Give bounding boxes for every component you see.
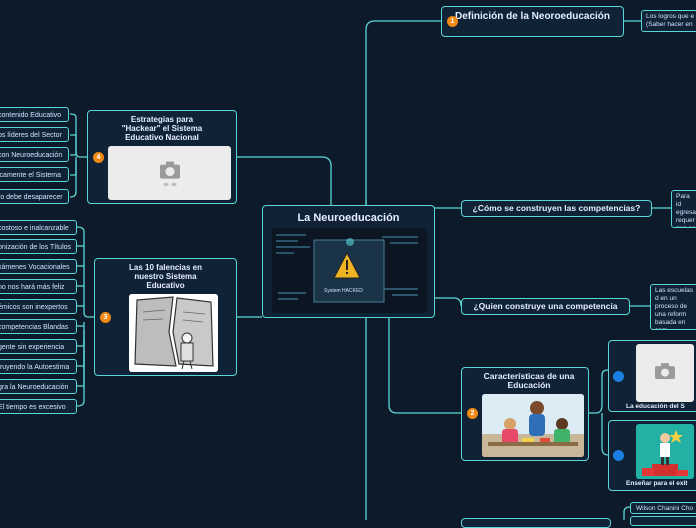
camera-icon: [655, 363, 675, 379]
estrategia-item[interactable]: contenido Educativo: [0, 107, 69, 122]
broken-diploma-image: [129, 294, 218, 372]
falencia-item[interactable]: no nos hará más feliz: [0, 279, 77, 294]
hacked-screen-image: System HACKED: [272, 228, 427, 313]
central-topic[interactable]: La Neuroeducación System HACKED: [262, 205, 435, 318]
estrategia-item[interactable]: con Neuroeducación: [0, 147, 69, 162]
blue-dot-2: [613, 450, 624, 461]
badge-4: 4: [93, 152, 104, 163]
definicion-note[interactable]: Los logros que e (Saber hacer en: [641, 10, 696, 32]
badge-3: 3: [100, 312, 111, 323]
classroom-image: [482, 394, 584, 457]
badge-1: 1: [447, 16, 458, 27]
competencias-note[interactable]: Para id egresad requer que se: [671, 190, 696, 228]
child-ensenar-label: Enseñar para el exit: [626, 480, 687, 487]
falencias-title: Las 10 falencias en nuestro Sistema Educ…: [123, 263, 208, 290]
badge-2: 2: [467, 408, 478, 419]
falencia-item[interactable]: truyendo la Autoestima: [0, 359, 77, 374]
falencia-item[interactable]: gra la Neuroeducación: [0, 379, 77, 394]
estrategia-item[interactable]: ro debe desaparecer: [0, 189, 69, 204]
hacked-caption: System HACKED: [324, 288, 363, 294]
child-educacion-label: La educación del S: [626, 403, 685, 410]
falencia-item[interactable]: costoso e inalcanzable: [0, 220, 77, 235]
placeholder-dots: [163, 183, 176, 186]
blue-dot-1: [613, 371, 624, 382]
falencia-item[interactable]: émicos son inexpertos: [0, 299, 77, 314]
falencia-item[interactable]: competencias Blandas: [0, 319, 77, 334]
image-placeholder: [636, 344, 694, 402]
branch-falencias[interactable]: Las 10 falencias en nuestro Sistema Educ…: [94, 258, 237, 376]
bottom-leaf-2[interactable]: [630, 516, 696, 526]
branch-competencias[interactable]: ¿Cómo se construyen las competencias?: [461, 200, 652, 217]
falencia-item[interactable]: gente sin experiencia: [0, 339, 77, 354]
estrategias-title: Estrategias para "Hackear" el Sistema Ed…: [112, 115, 212, 142]
competencias-title: ¿Cómo se construyen las competencias?: [473, 203, 641, 213]
quien-note[interactable]: Las escuelas d en un proceso de una refo…: [650, 284, 696, 330]
estrategia-item[interactable]: os líderes del Sector: [0, 127, 69, 142]
bottom-leaf[interactable]: Wilson Chanini Cho: [630, 502, 696, 514]
image-placeholder: [108, 146, 231, 200]
falencia-item[interactable]: xámenes Vocacionales: [0, 259, 77, 274]
success-image: [636, 424, 694, 479]
estrategia-item[interactable]: icamente el Sistema: [0, 167, 69, 182]
central-title: La Neuroeducación: [263, 212, 434, 224]
quien-title: ¿Quien construye una competencia: [473, 301, 617, 311]
branch-definicion[interactable]: Definición de la Neoroeducación: [441, 6, 624, 37]
branch-estrategias[interactable]: Estrategias para "Hackear" el Sistema Ed…: [87, 110, 237, 204]
caracteristicas-title: Características de una Educación: [480, 372, 578, 390]
camera-icon: [152, 161, 188, 181]
branch-quien[interactable]: ¿Quien construye una competencia: [461, 298, 630, 315]
falencia-item[interactable]: onización de los Títulos: [0, 239, 77, 254]
falencia-item[interactable]: El tiempo es excesivo: [0, 399, 77, 414]
definicion-title: Definición de la Neoroeducación: [455, 11, 610, 22]
branch-caracteristicas[interactable]: Características de una Educación: [461, 367, 589, 461]
